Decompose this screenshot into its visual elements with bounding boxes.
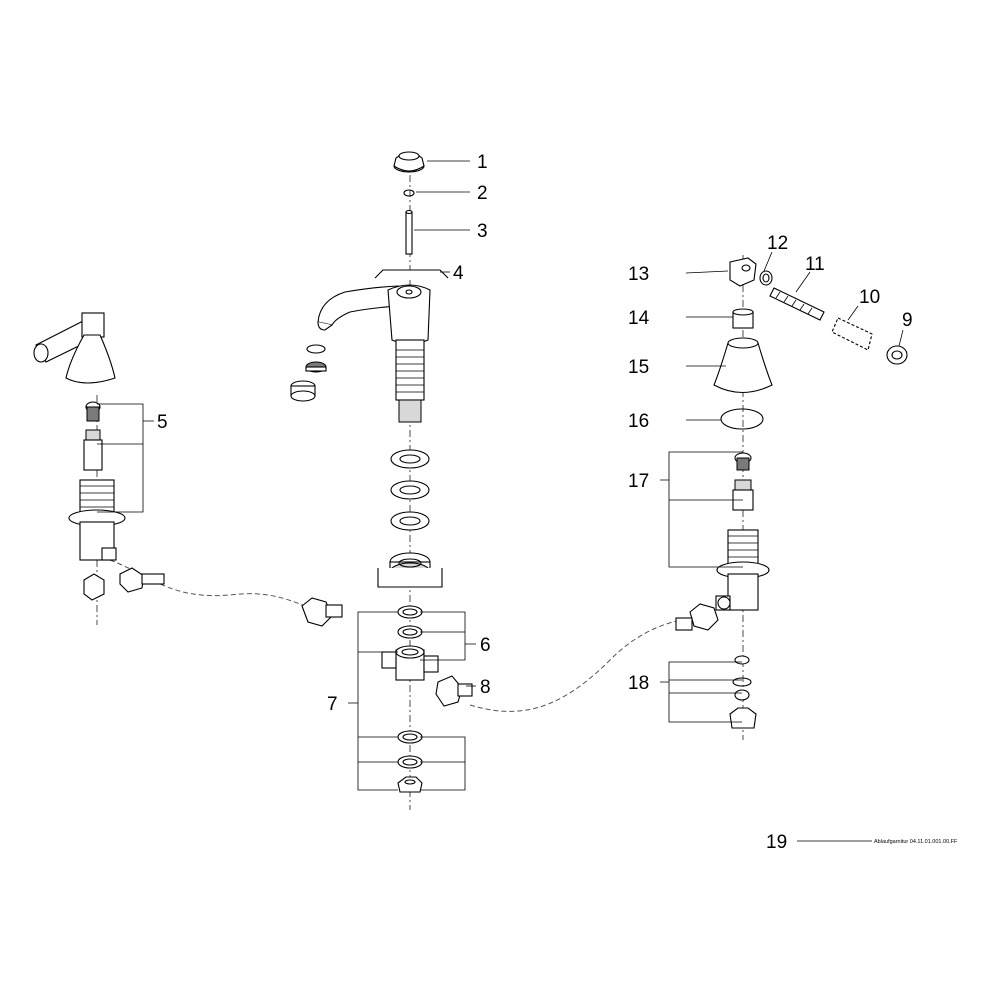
callout-19: 19	[766, 832, 787, 853]
callout-17: 17	[628, 471, 649, 492]
right-handle-assembly	[713, 257, 908, 729]
center-washer-stack	[377, 449, 443, 588]
center-right-hose-line	[469, 616, 701, 712]
left-hose-fitting	[301, 597, 343, 627]
callout-3: 3	[477, 221, 488, 242]
callout-6: 6	[480, 635, 491, 656]
callout-7: 7	[327, 694, 338, 715]
callout-18: 18	[628, 673, 649, 694]
callout-10: 10	[859, 287, 880, 308]
small-washer-part-2	[403, 189, 415, 197]
callout-9: 9	[902, 310, 913, 331]
drain-assembly-note: Ablaufgarnitur 04.11.01.001.00.FF	[874, 839, 958, 845]
callout-14: 14	[628, 308, 650, 329]
lower-center-assembly	[381, 605, 473, 793]
callout-1: 1	[477, 152, 488, 173]
callout-16: 16	[628, 411, 649, 432]
callout-4: 4	[453, 263, 464, 284]
spout-body	[317, 284, 431, 423]
right-hose-fitting	[675, 603, 719, 631]
callout-13: 13	[628, 264, 649, 285]
callout-8: 8	[480, 677, 491, 698]
callout-11: 11	[805, 254, 825, 275]
o-ring-part-16	[720, 408, 764, 430]
callout-2: 2	[477, 183, 488, 204]
callout-5: 5	[157, 412, 168, 433]
lift-rod-part-3	[405, 211, 413, 255]
knob-part-1	[393, 151, 425, 173]
bracket-part-4	[374, 269, 449, 279]
callout-12: 12	[767, 233, 788, 254]
aerator-parts	[290, 344, 327, 402]
left-handle-assembly	[33, 312, 165, 601]
callout-15: 15	[628, 357, 649, 378]
